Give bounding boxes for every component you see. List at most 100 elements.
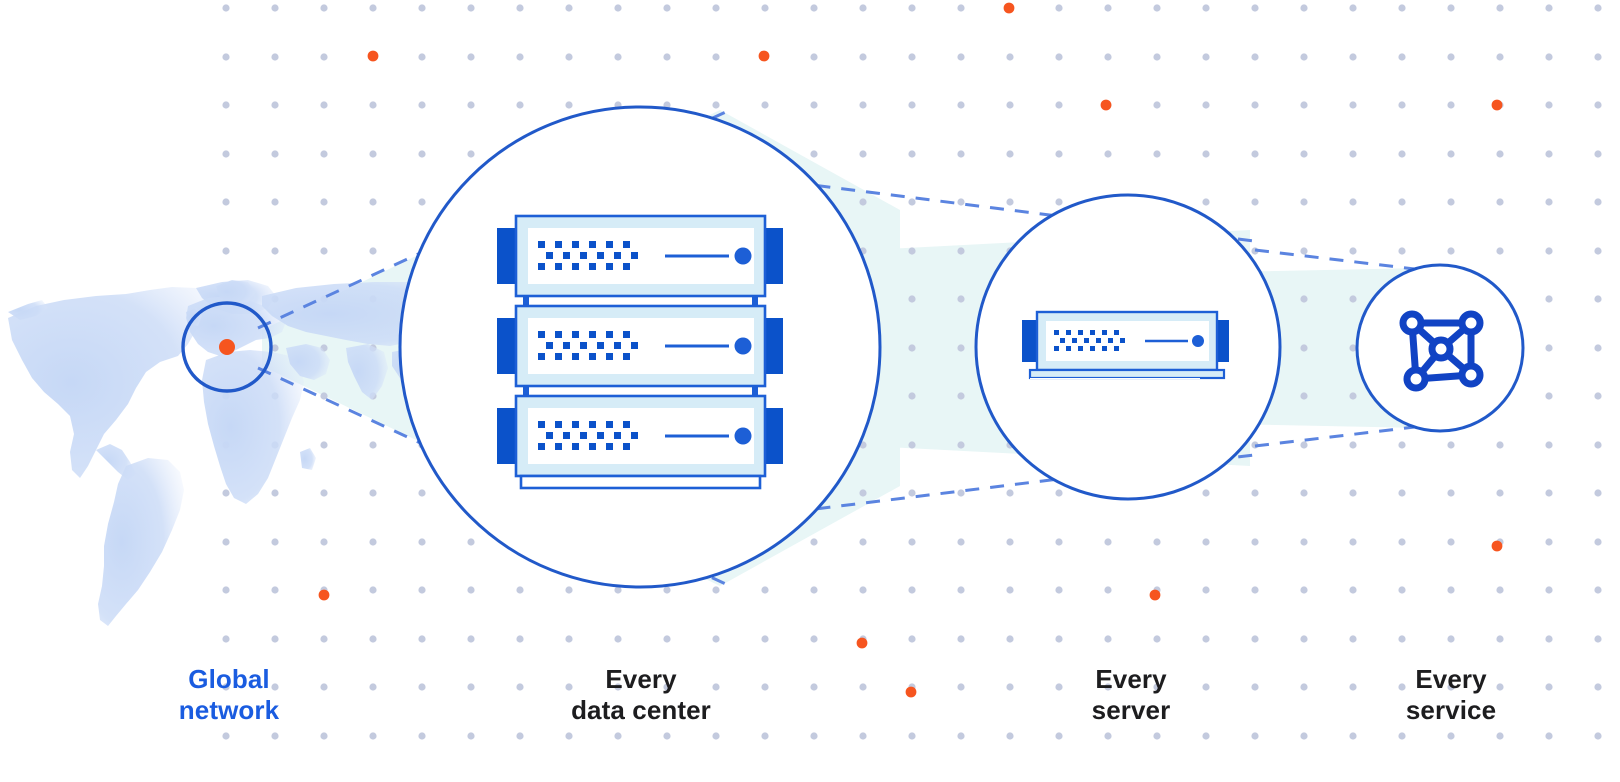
grid-dot (1300, 683, 1308, 691)
grid-dot (1251, 635, 1259, 643)
dashed-line-server-service-bottom (1254, 422, 1441, 448)
grid-dot (1349, 683, 1357, 691)
grid-dot (957, 53, 965, 61)
grid-dot (1300, 538, 1308, 546)
grid-dot (271, 489, 279, 497)
grid-dot (418, 538, 426, 546)
grid-dot (1594, 586, 1602, 594)
grid-dot (467, 53, 475, 61)
grid-dot (1006, 489, 1014, 497)
grid-dot (810, 683, 818, 691)
grid-dot (1594, 53, 1602, 61)
grid-dot (1202, 586, 1210, 594)
grid-dot (908, 489, 916, 497)
grid-dot (1447, 247, 1455, 255)
grid-dot (1496, 247, 1504, 255)
grid-dot (908, 101, 916, 109)
grid-dot (614, 4, 622, 12)
grid-dot (614, 732, 622, 740)
grid-dot (1300, 101, 1308, 109)
grid-dot (516, 635, 524, 643)
grid-dot (222, 247, 230, 255)
grid-dot (859, 586, 867, 594)
grid-dot (1447, 150, 1455, 158)
grid-dot (908, 538, 916, 546)
grid-dot (1447, 683, 1455, 691)
grid-dot (663, 4, 671, 12)
grid-dot (957, 489, 965, 497)
grid-dot (222, 198, 230, 206)
server-rack-unit-3 (497, 394, 783, 478)
grid-dot (957, 635, 965, 643)
grid-dot (614, 53, 622, 61)
grid-dot (957, 4, 965, 12)
grid-dot (1594, 635, 1602, 643)
grid-dot (1594, 101, 1602, 109)
grid-dot (908, 392, 916, 400)
grid-dot (516, 683, 524, 691)
grid-dot (859, 101, 867, 109)
grid-dot (1251, 101, 1259, 109)
grid-dot (418, 586, 426, 594)
grid-dot-accent (905, 686, 917, 698)
grid-dot (369, 538, 377, 546)
grid-dot (908, 150, 916, 158)
grid-dot (1055, 732, 1063, 740)
grid-dot (1006, 732, 1014, 740)
server-rack-icon (497, 214, 783, 490)
grid-dot (1496, 53, 1504, 61)
grid-dot (908, 635, 916, 643)
grid-dot (222, 683, 230, 691)
grid-dot (565, 683, 573, 691)
grid-dot (1104, 538, 1112, 546)
grid-dot (663, 732, 671, 740)
grid-dot (418, 101, 426, 109)
grid-dot (810, 586, 818, 594)
grid-dot (810, 53, 818, 61)
grid-dot (663, 683, 671, 691)
grid-dot (859, 198, 867, 206)
grid-dot (467, 683, 475, 691)
grid-dot (1398, 53, 1406, 61)
grid-dot-accent (1003, 2, 1015, 14)
grid-dot (369, 150, 377, 158)
grid-dot (908, 295, 916, 303)
grid-dot (271, 150, 279, 158)
grid-dot (761, 683, 769, 691)
grid-dot (663, 586, 671, 594)
grid-dot (271, 101, 279, 109)
grid-dot (222, 489, 230, 497)
grid-dot (1545, 295, 1553, 303)
grid-dot (271, 635, 279, 643)
grid-dot (369, 247, 377, 255)
grid-dot (1398, 683, 1406, 691)
grid-dot (1545, 732, 1553, 740)
grid-dot (1545, 198, 1553, 206)
grid-dot (1447, 489, 1455, 497)
grid-dot (1251, 53, 1259, 61)
grid-dot (1300, 53, 1308, 61)
grid-dot (418, 53, 426, 61)
grid-dot (1055, 53, 1063, 61)
grid-dot (1055, 586, 1063, 594)
grid-dot (1545, 150, 1553, 158)
grid-dot (1104, 4, 1112, 12)
grid-dot (1594, 344, 1602, 352)
grid-dot (614, 683, 622, 691)
server-rack-unit-2 (497, 304, 783, 388)
grid-dot (1104, 732, 1112, 740)
grid-dot (1251, 683, 1259, 691)
grid-dot (712, 635, 720, 643)
grid-dot (1202, 101, 1210, 109)
grid-dot (712, 586, 720, 594)
grid-dot (516, 101, 524, 109)
grid-dot (320, 683, 328, 691)
grid-dot (565, 4, 573, 12)
grid-dot (908, 441, 916, 449)
grid-dot (1202, 683, 1210, 691)
grid-dot (1447, 198, 1455, 206)
grid-dot (1398, 538, 1406, 546)
grid-dot (1300, 344, 1308, 352)
